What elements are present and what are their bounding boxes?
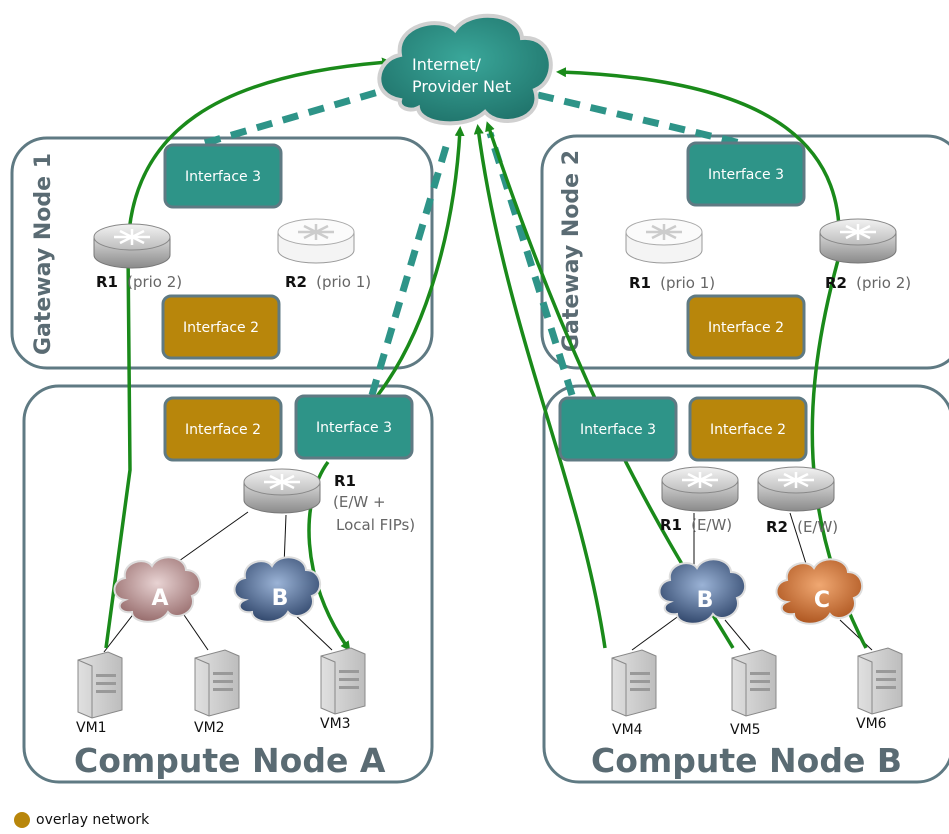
legend: overlay network — [14, 812, 149, 828]
vm3-label: VM3 — [320, 716, 351, 732]
cna-interface-2-label: Interface 2 — [185, 422, 261, 438]
gw1-interface-3-label: Interface 3 — [185, 169, 261, 185]
cnb-r1-name: R1 — [660, 516, 682, 534]
network-links — [103, 511, 873, 653]
cna-r1-name: R1 — [334, 472, 356, 490]
net-a-label: A — [151, 586, 168, 611]
router-icon — [243, 468, 321, 514]
overlay-legend-dot — [14, 812, 30, 828]
cnb-interface-3-label: Interface 3 — [580, 422, 656, 438]
router-icon — [757, 466, 835, 512]
gateway-node-1-title: Gateway Node 1 — [31, 153, 56, 355]
cna-interface-3-label: Interface 3 — [316, 420, 392, 436]
gw1-r1-label: R1 (prio 2) — [96, 272, 182, 291]
gw1-r1-name: R1 — [96, 273, 118, 291]
net-b-label: B — [272, 586, 289, 611]
cnb-r1-label: R1 (E/W) — [660, 515, 732, 534]
overlay-dashed-links — [204, 84, 741, 397]
router-icon — [625, 218, 703, 264]
gw1-r2-label: R2 (prio 1) — [285, 272, 371, 291]
cna-r1-desc-2: Local FIPs) — [336, 516, 415, 534]
gw2-r1-label: R1 (prio 1) — [629, 273, 715, 292]
gw2-r1-prio: (prio 1) — [660, 274, 715, 292]
router-icon — [277, 218, 355, 264]
cna-interface-2: Interface 2 — [163, 396, 283, 462]
cnb-interface-3: Interface 3 — [558, 396, 678, 462]
router-icon — [819, 218, 897, 264]
gw1-interface-2: Interface 2 — [161, 294, 281, 360]
gw2-interface-3: Interface 3 — [686, 141, 806, 207]
network-cloud-b: B — [658, 558, 747, 625]
gateway-node-1-box — [10, 136, 434, 370]
internet-label-2: Provider Net — [412, 77, 511, 96]
gw2-interface-3-label: Interface 3 — [708, 167, 784, 183]
network-cloud-a: A — [113, 556, 202, 623]
cnb-interface-2-label: Interface 2 — [710, 422, 786, 438]
gw2-r2-name: R2 — [825, 274, 847, 292]
gw1-interface-3: Interface 3 — [163, 143, 283, 209]
server-icon — [611, 649, 657, 717]
vm2-label: VM2 — [194, 720, 225, 736]
server-icon — [857, 647, 903, 715]
server-icon — [731, 649, 777, 717]
compute-node-a-title: Compute Node A — [74, 741, 386, 780]
router-icon — [93, 223, 171, 269]
cna-r1-desc-1: (E/W + — [333, 493, 386, 511]
gw2-interface-2-label: Interface 2 — [708, 320, 784, 336]
gw2-r2-label: R2 (prio 2) — [825, 273, 911, 292]
vm4-label: VM4 — [612, 722, 643, 738]
cnb-interface-2: Interface 2 — [688, 396, 808, 462]
internet-cloud: Internet/ Provider Net — [377, 13, 553, 126]
server-icon — [77, 651, 123, 719]
network-cloud-b: B — [233, 556, 322, 623]
router-icon — [661, 466, 739, 512]
overlay-legend-label: overlay network — [36, 812, 150, 828]
gw1-r1-prio: (prio 2) — [127, 273, 182, 291]
server-icon — [194, 649, 240, 717]
gw1-interface-2-label: Interface 2 — [183, 320, 259, 336]
gw1-r2-prio: (prio 1) — [316, 273, 371, 291]
net-c-label: C — [814, 588, 830, 613]
gw2-r1-name: R1 — [629, 274, 651, 292]
cnb-r1-desc: (E/W) — [691, 516, 732, 534]
gateway-node-2-box — [540, 134, 949, 370]
cnb-r2-name: R2 — [766, 518, 788, 536]
gw1-r2-name: R2 — [285, 273, 307, 291]
compute-node-b-title: Compute Node B — [591, 741, 902, 780]
gateway-node-2-title: Gateway Node 2 — [559, 150, 584, 352]
cna-interface-3: Interface 3 — [294, 394, 414, 460]
vm6-label: VM6 — [856, 716, 887, 732]
gw2-r2-prio: (prio 2) — [856, 274, 911, 292]
gw2-interface-2: Interface 2 — [686, 294, 806, 360]
vm1-label: VM1 — [76, 720, 107, 736]
net-b-label-2: B — [697, 588, 714, 613]
vm5-label: VM5 — [730, 722, 761, 738]
server-icon — [320, 647, 366, 715]
internet-label-1: Internet/ — [412, 55, 482, 74]
network-cloud-c: C — [775, 558, 864, 625]
cnb-r2-desc: (E/W) — [797, 518, 838, 536]
cnb-r2-label: R2 (E/W) — [766, 517, 838, 536]
